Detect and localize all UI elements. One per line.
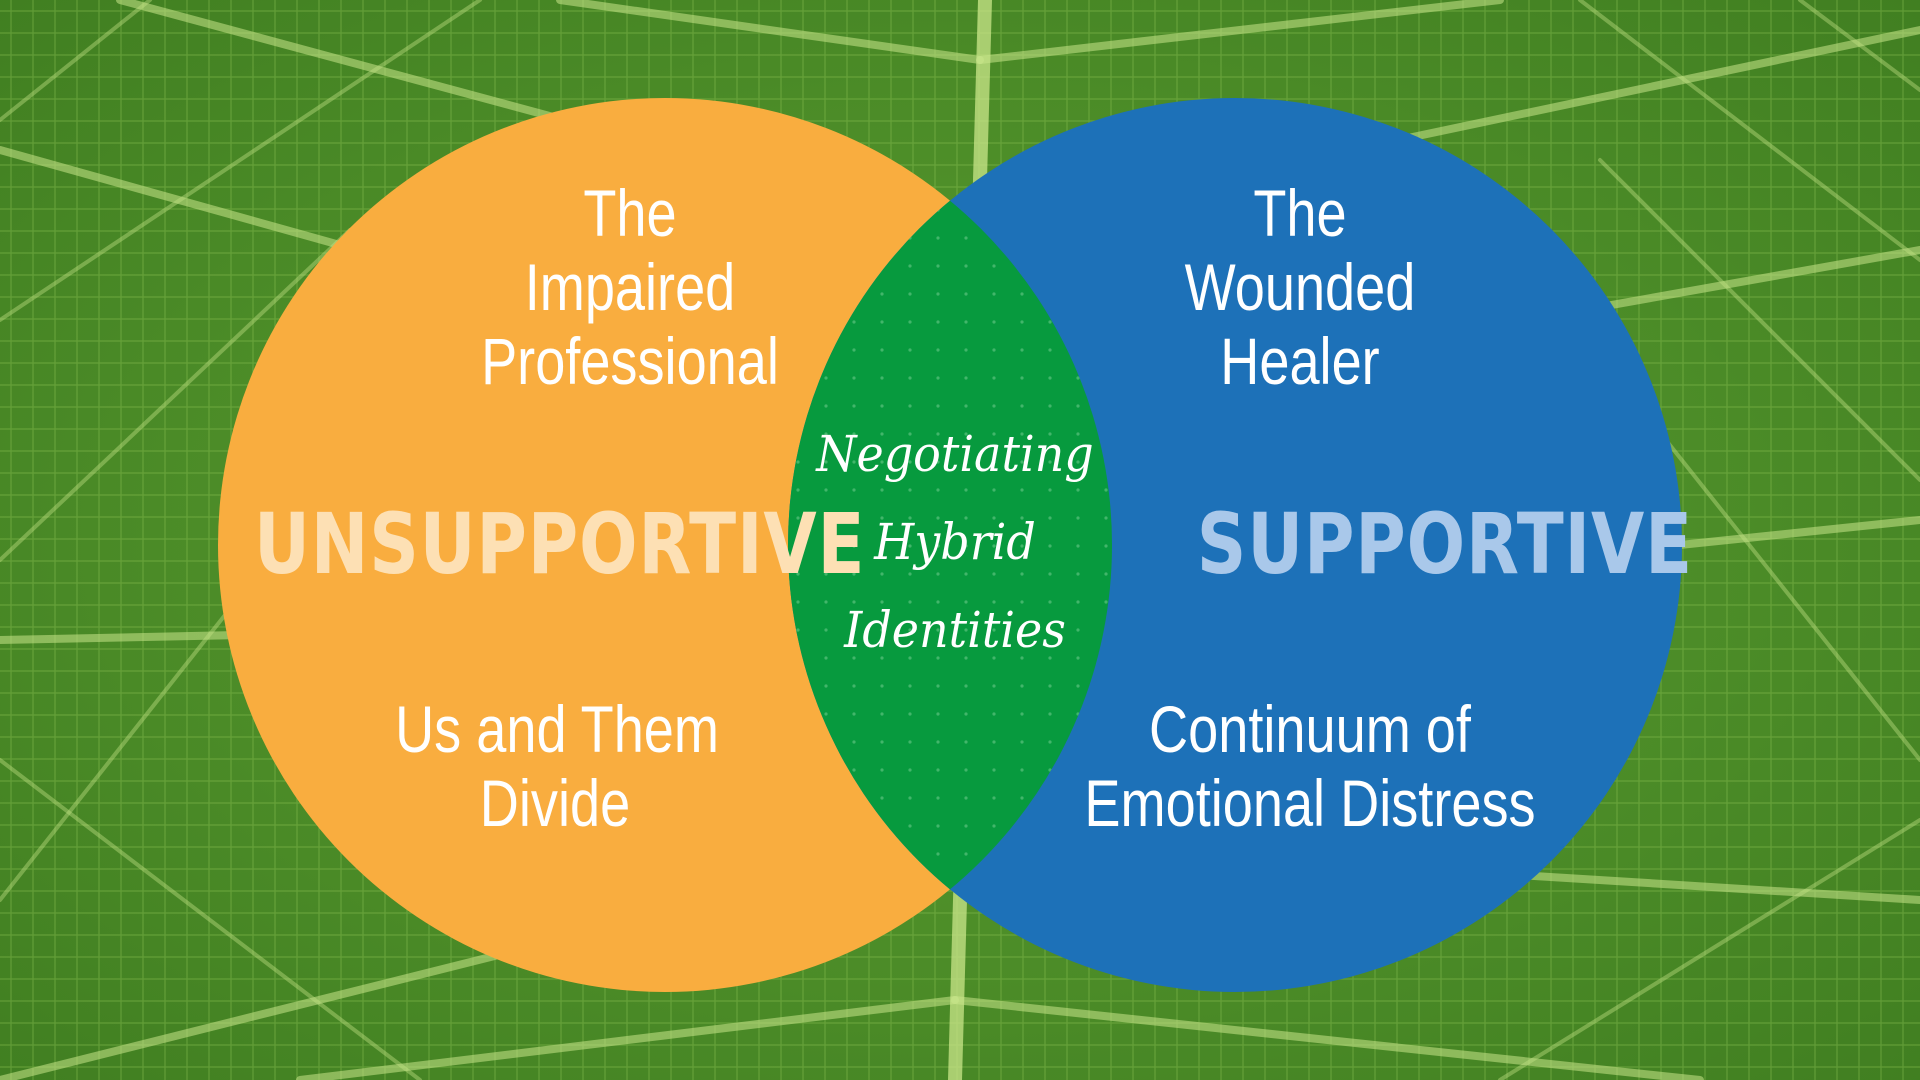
negotiating-hybrid-identities-label: Negotiating Hybrid Identities <box>816 425 1094 659</box>
unsupportive-label: UNSUPPORTIVE <box>254 495 866 593</box>
wounded-healer-label: The Wounded Healer <box>1184 176 1416 398</box>
impaired-professional-label: The Impaired Professional <box>481 176 779 398</box>
supportive-label: SUPPORTIVE <box>1196 495 1693 593</box>
us-and-them-divide-label: Us and Them Divide <box>395 692 719 840</box>
overlap-region <box>788 98 1112 992</box>
continuum-of-emotional-distress-label: Continuum of Emotional Distress <box>1084 692 1536 840</box>
